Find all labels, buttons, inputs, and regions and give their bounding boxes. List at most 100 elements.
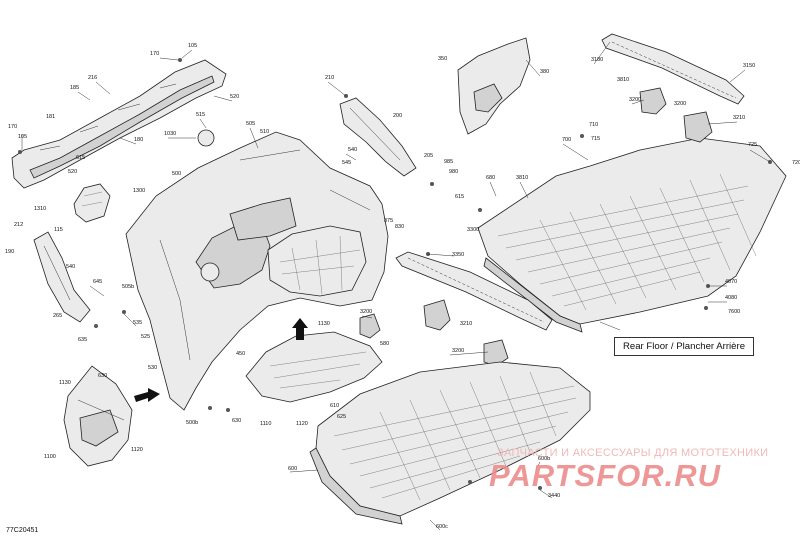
callout-540: 540 — [66, 264, 75, 270]
callout-170: 170 — [8, 124, 17, 130]
bracket-1300 — [73, 183, 111, 223]
callout-180: 180 — [134, 137, 143, 143]
fasteners — [18, 58, 772, 490]
callout-505: 505 — [246, 121, 255, 127]
leader-lines — [21, 41, 771, 531]
callout-216: 216 — [88, 75, 97, 81]
callout-3810: 3810 — [516, 175, 528, 181]
callout-600c: 600c — [436, 524, 448, 530]
callout-1110: 1110 — [260, 421, 271, 427]
callout-200: 200 — [393, 113, 402, 119]
callout-645: 645 — [93, 279, 102, 285]
callout-205: 205 — [424, 153, 433, 159]
callout-635: 635 — [78, 337, 87, 343]
rear-crossmember-rail — [11, 59, 227, 189]
callout-515: 515 — [196, 112, 205, 118]
callout-530: 530 — [148, 365, 157, 371]
callout-3210: 3210 — [460, 321, 472, 327]
callout-350: 350 — [438, 56, 447, 62]
callout-520: 520 — [68, 169, 77, 175]
callout-680: 680 — [486, 175, 495, 181]
callout-615: 615 — [455, 194, 464, 200]
side-panel-1100 — [63, 365, 133, 467]
callout-720: 720 — [792, 160, 800, 166]
mount-3200-upper — [639, 87, 713, 143]
callout-7600: 7600 — [728, 309, 740, 315]
callout-710: 710 — [589, 122, 598, 128]
callout-1310: 1310 — [34, 206, 46, 212]
callout-105: 105 — [18, 134, 27, 140]
heat-shield-1110 — [245, 331, 383, 403]
callout-210: 210 — [325, 75, 334, 81]
callout-615: 615 — [76, 155, 85, 161]
callout-170: 170 — [150, 51, 159, 57]
callout-3200: 3200 — [360, 309, 372, 315]
callout-3350: 3350 — [452, 252, 464, 258]
callout-520: 520 — [230, 94, 239, 100]
callout-630: 630 — [98, 373, 107, 379]
callout-500b: 500b — [186, 420, 198, 426]
callout-985: 985 — [444, 159, 453, 165]
callout-545: 545 — [342, 160, 351, 166]
callout-600b: 600b — [538, 456, 550, 462]
direction-arrow-up — [292, 318, 308, 340]
legend-box: Rear Floor / Plancher Arrière — [614, 337, 754, 356]
callout-3200: 3200 — [452, 348, 464, 354]
callout-115: 115 — [54, 227, 63, 233]
callout-725: 725 — [748, 142, 757, 148]
callout-580: 580 — [380, 341, 389, 347]
callout-625: 625 — [337, 414, 346, 420]
callout-525: 525 — [141, 334, 150, 340]
mount-3200-lower — [359, 299, 509, 367]
callout-3180: 3180 — [591, 57, 603, 63]
callout-1300: 1300 — [133, 188, 145, 194]
callout-610: 610 — [330, 403, 339, 409]
callout-1130: 1130 — [318, 321, 330, 327]
callout-3200: 3200 — [674, 101, 686, 107]
callout-190: 190 — [5, 249, 14, 255]
rear-bulkhead-500 — [125, 129, 389, 411]
callout-630: 630 — [232, 418, 241, 424]
callout-212: 212 — [14, 222, 23, 228]
callout-3210: 3210 — [733, 115, 745, 121]
side-support-200 — [339, 97, 417, 177]
watermark-brand: PARTSFOR.RU — [489, 458, 722, 493]
middle-rail-3300 — [395, 251, 553, 331]
callout-535: 535 — [133, 320, 142, 326]
callout-3810: 3810 — [617, 77, 629, 83]
callout-3200: 3200 — [629, 97, 641, 103]
callout-1120: 1120 — [131, 447, 143, 453]
callout-3300: 3300 — [467, 227, 479, 233]
callout-830: 830 — [395, 224, 404, 230]
front-floor-600 — [309, 361, 591, 525]
callout-1130: 1130 — [59, 380, 71, 386]
callout-4080: 4080 — [725, 295, 737, 301]
rear-floor-700 — [477, 137, 787, 333]
upper-bracket-350 — [457, 37, 531, 135]
direction-arrow-right — [134, 388, 160, 402]
callout-600: 600 — [288, 466, 297, 472]
callout-3150: 3150 — [743, 63, 755, 69]
callout-700: 700 — [562, 137, 571, 143]
callout-715: 715 — [591, 136, 600, 142]
callout-380: 380 — [540, 69, 549, 75]
callout-1030: 1030 — [164, 131, 176, 137]
watermark-tagline: ЗАПЧАСТИ И АКСЕССУАРЫ ДЛЯ МОТОТЕХНИКИ — [497, 447, 769, 459]
rear-rail-3180 — [601, 33, 745, 105]
callout-450: 450 — [236, 351, 245, 357]
callout-265: 265 — [53, 313, 62, 319]
callout-980: 980 — [449, 169, 458, 175]
callout-505b: 505b — [122, 284, 134, 290]
callout-4070: 4070 — [725, 279, 737, 285]
callout-3440: 3440 — [548, 493, 560, 499]
callout-510: 510 — [260, 129, 269, 135]
callout-540: 540 — [348, 147, 357, 153]
side-post-190 — [33, 231, 91, 323]
callout-105: 105 — [188, 43, 197, 49]
diagram-id: 77C20451 — [6, 527, 39, 534]
callout-1120: 1120 — [296, 421, 308, 427]
callout-875: 875 — [384, 218, 393, 224]
callout-1100: 1100 — [44, 454, 56, 460]
